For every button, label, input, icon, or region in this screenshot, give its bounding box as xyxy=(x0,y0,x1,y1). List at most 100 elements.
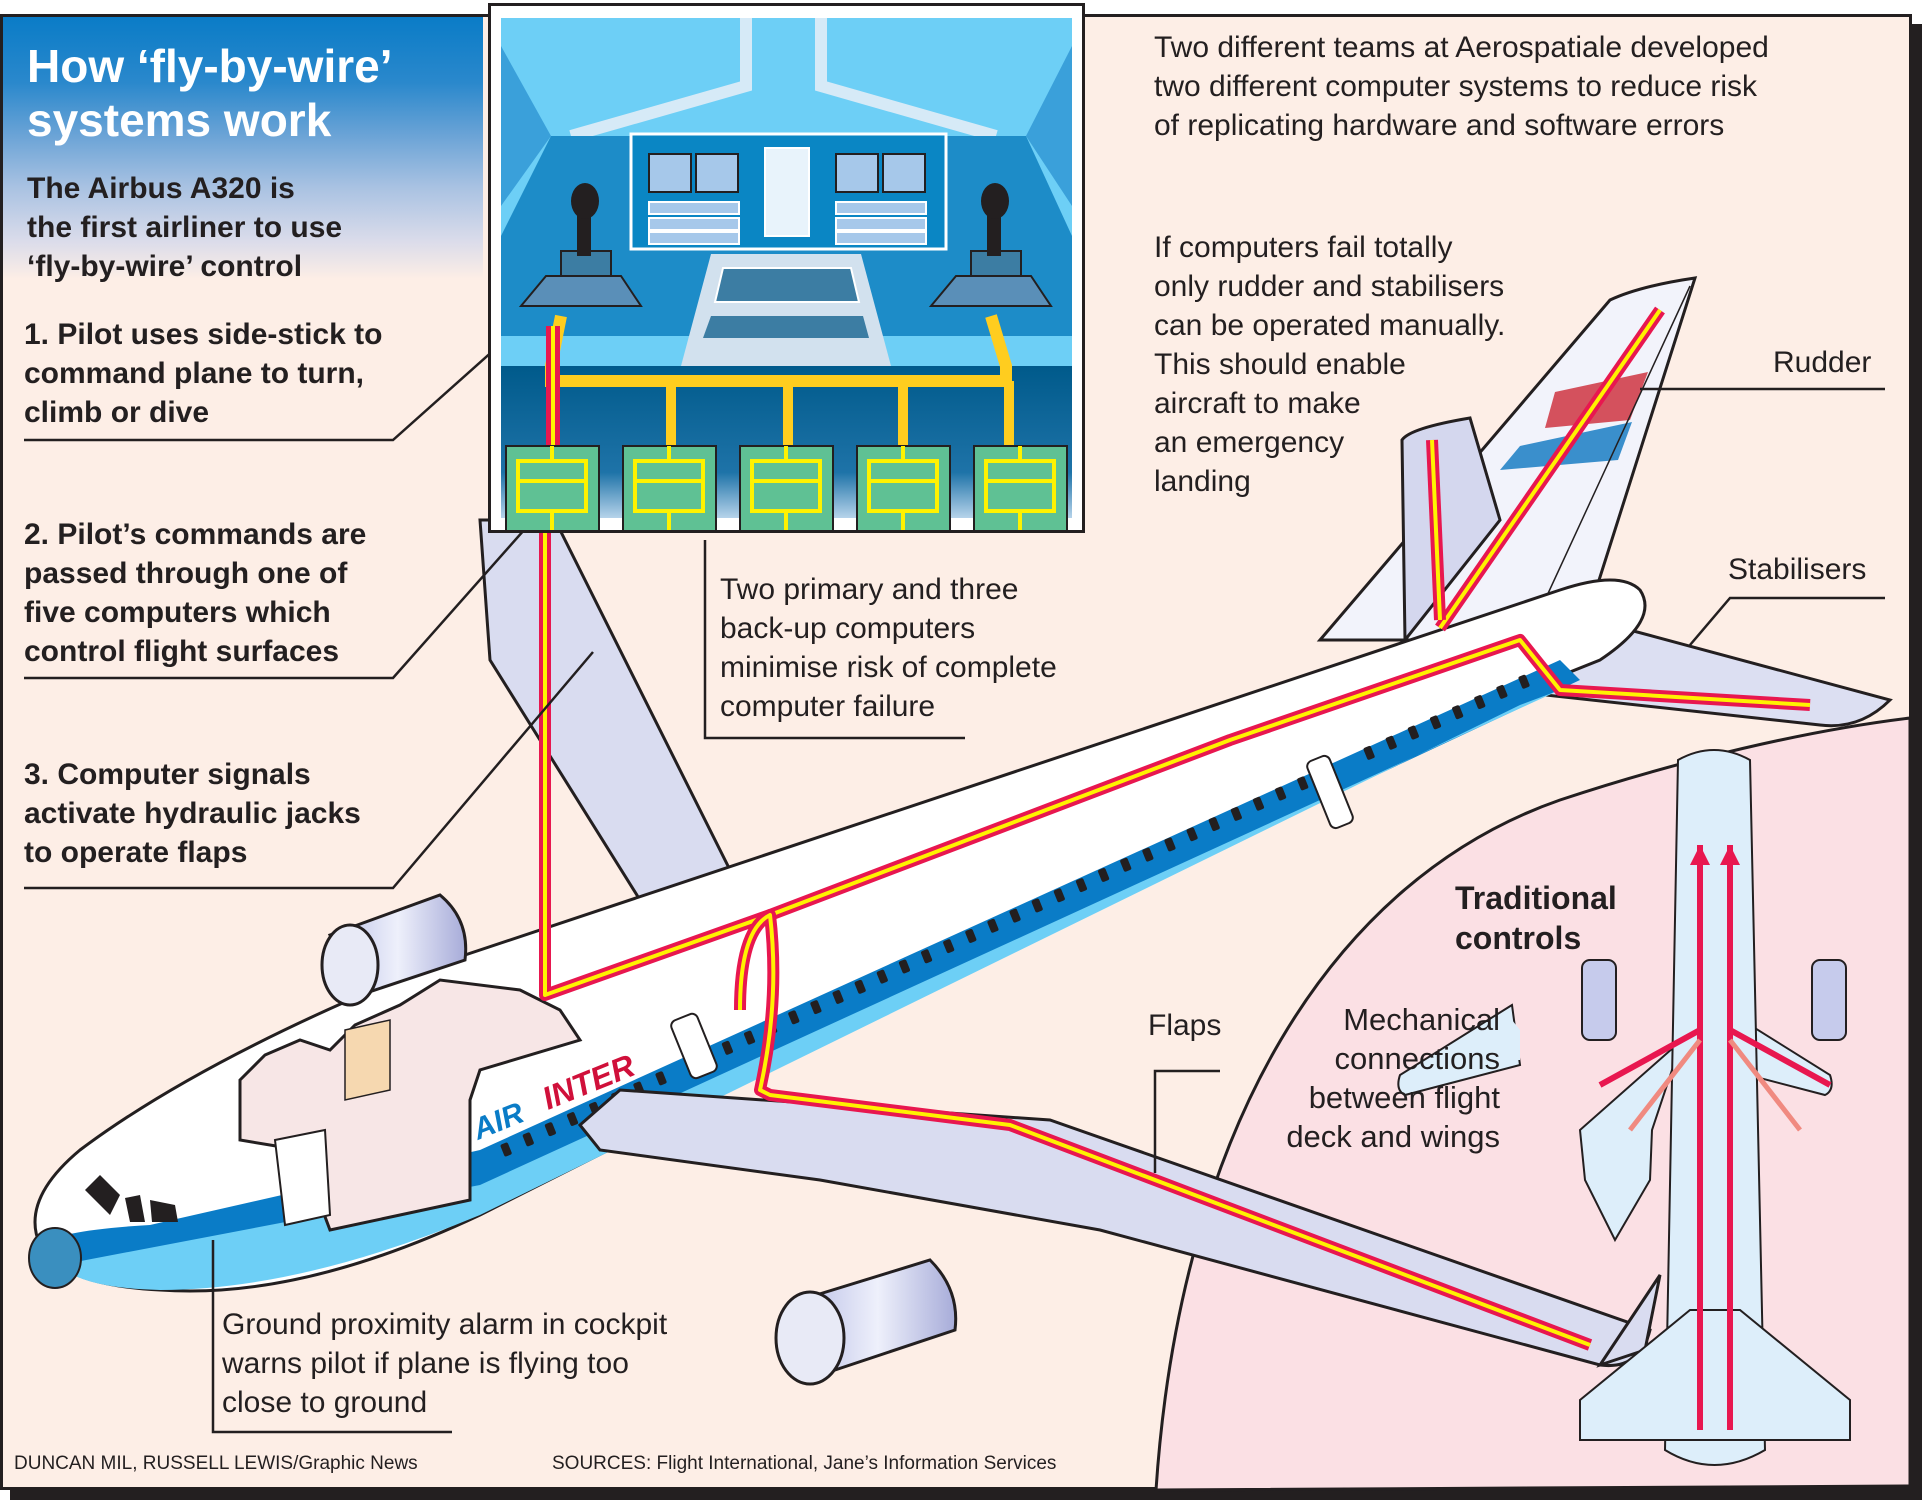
upper-engine xyxy=(320,893,468,1007)
lower-engine xyxy=(774,1258,958,1386)
traditional-controls-title: Traditional controls xyxy=(1455,878,1617,958)
step-2: 2. Pilot’s commands are passed through o… xyxy=(24,515,366,671)
passenger-window xyxy=(655,1071,667,1086)
step-line: activate hydraulic jacks xyxy=(24,797,361,830)
mech-line: deck and wings xyxy=(1286,1119,1500,1154)
flight-computers xyxy=(505,445,1068,551)
subtitle-line: ‘fly-by-wire’ control xyxy=(27,250,303,283)
passenger-window xyxy=(987,918,999,933)
passenger-window xyxy=(1452,705,1464,720)
left-side-stick xyxy=(518,183,643,307)
step-line: passed through one of xyxy=(24,557,348,590)
cable-core xyxy=(1430,439,1442,621)
note-line: Two primary and three xyxy=(720,573,1019,606)
note-line: only rudder and stabilisers xyxy=(1154,270,1505,303)
passenger-window xyxy=(1164,837,1176,852)
passenger-window xyxy=(1518,674,1530,689)
note-line: back-up computers xyxy=(720,612,976,645)
passenger-window xyxy=(810,1000,822,1015)
display-2 xyxy=(695,153,739,193)
passenger-window xyxy=(566,1112,579,1126)
center-panel xyxy=(764,147,810,237)
flight-computer xyxy=(739,445,834,551)
note-line: close to ground xyxy=(222,1386,428,1419)
passenger-window xyxy=(1120,857,1132,872)
passenger-window xyxy=(854,979,866,994)
passenger-window xyxy=(1186,827,1198,842)
traditional-plane-diagram xyxy=(1397,749,1851,1466)
flaps-label: Flaps xyxy=(1148,1009,1222,1042)
display-3 xyxy=(835,153,879,193)
step-line: 1. Pilot uses side-stick to xyxy=(24,318,383,351)
subtitle-line: the first airliner to use xyxy=(27,211,343,244)
passenger-window xyxy=(522,1132,534,1147)
note-line: an emergency xyxy=(1154,426,1345,459)
cockpit-windows xyxy=(85,1175,178,1222)
note-line: aircraft to make xyxy=(1154,387,1361,420)
passenger-window xyxy=(832,990,844,1004)
passenger-window xyxy=(1098,868,1110,882)
mech-line: Mechanical xyxy=(1343,1002,1500,1037)
passenger-window xyxy=(921,949,933,964)
passenger-window xyxy=(1009,908,1021,923)
fuselage-blue-stripe xyxy=(40,660,1580,1275)
step-line: five computers which xyxy=(24,596,331,629)
computers-note: Two primary and three back-up computers … xyxy=(720,570,1057,726)
stabilisers-label: Stabilisers xyxy=(1728,553,1867,586)
page-title: How ‘fly-by-wire’ systems work xyxy=(27,39,392,147)
step-3: 3. Computer signals activate hydraulic j… xyxy=(24,755,361,872)
passenger-window xyxy=(500,1142,512,1157)
passenger-window xyxy=(1053,888,1065,903)
passenger-window xyxy=(1252,796,1265,811)
passenger-window xyxy=(1474,695,1486,709)
passenger-window xyxy=(1075,878,1088,893)
rudder-label: Rudder xyxy=(1773,346,1872,379)
cockpit-inset xyxy=(488,3,1085,551)
passenger-window xyxy=(721,1040,733,1055)
cable-core xyxy=(543,520,1811,997)
mechanical-connections-note: Mechanical connections between flight de… xyxy=(1230,1000,1500,1156)
passenger-window xyxy=(943,939,955,954)
passenger-window xyxy=(1429,715,1442,730)
step-1: 1. Pilot uses side-stick to command plan… xyxy=(24,315,382,432)
passenger-window xyxy=(1496,684,1508,699)
step-line: control flight surfaces xyxy=(24,635,340,668)
traditional-title-line: controls xyxy=(1455,920,1582,956)
cable-core xyxy=(738,913,1591,1347)
display-1 xyxy=(648,153,692,193)
note-line: two different computer systems to reduce… xyxy=(1154,70,1758,103)
note-line: If computers fail totally xyxy=(1154,231,1453,264)
nose-radome xyxy=(28,1227,82,1289)
step-line: command plane to turn, xyxy=(24,357,365,390)
step-line: to operate flaps xyxy=(24,836,248,869)
note-line: of replicating hardware and software err… xyxy=(1154,109,1725,142)
title-panel: How ‘fly-by-wire’ systems work The Airbu… xyxy=(3,17,483,283)
flight-computer xyxy=(856,445,951,551)
step-line: climb or dive xyxy=(24,396,210,429)
aft-door xyxy=(1306,754,1354,830)
winglet xyxy=(1596,1274,1662,1368)
note-line: landing xyxy=(1154,465,1251,498)
sources-credit: SOURCES: Flight International, Jane’s In… xyxy=(552,1453,1057,1474)
passenger-window xyxy=(1031,898,1043,913)
passenger-window xyxy=(1407,725,1419,740)
failure-note: If computers fail totally only rudder an… xyxy=(1154,228,1505,501)
far-wing xyxy=(478,518,733,902)
passenger-window xyxy=(1230,806,1242,821)
passenger-window xyxy=(965,929,977,943)
author-credit: DUNCAN MIL, RUSSELL LEWIS/Graphic News xyxy=(14,1453,418,1474)
leader-lines xyxy=(24,299,1885,1434)
passenger-window xyxy=(1385,735,1397,750)
passenger-window xyxy=(1208,817,1220,832)
passenger-window xyxy=(744,1030,756,1045)
frame-shadow-right xyxy=(1912,24,1922,1500)
teams-note: Two different teams at Aerospatiale deve… xyxy=(1154,28,1769,145)
cabin-door xyxy=(273,1128,332,1227)
passenger-window xyxy=(898,959,910,974)
note-line: Two different teams at Aerospatiale deve… xyxy=(1154,31,1769,64)
cabin-bulkhead xyxy=(344,1019,391,1101)
far-stabiliser-fin xyxy=(1400,416,1502,645)
flight-computer xyxy=(973,445,1068,551)
passenger-window xyxy=(876,969,888,984)
